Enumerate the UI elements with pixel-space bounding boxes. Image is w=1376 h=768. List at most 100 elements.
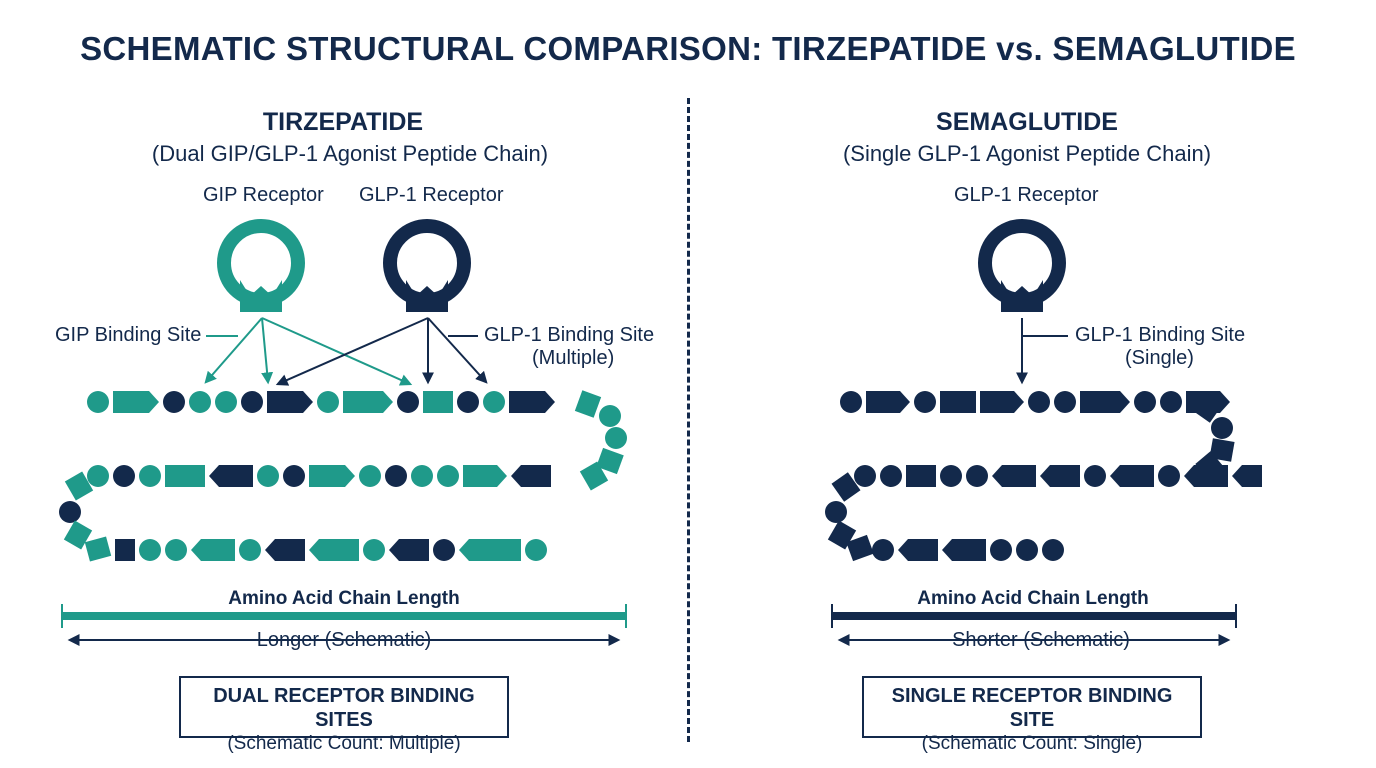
amino-acid-circle	[599, 405, 621, 427]
amino-acid-block	[940, 391, 976, 413]
right-glp1-receptor-label: GLP-1 Receptor	[954, 184, 1099, 206]
right-glp1-binding-count-label: (Single)	[1125, 347, 1194, 369]
amino-acid-circle	[914, 391, 936, 413]
amino-acid-curve-segment	[574, 390, 602, 418]
amino-acid-arrow	[343, 391, 393, 413]
amino-acid-arrow	[1040, 465, 1080, 487]
dual-binding-summary-title: DUAL RECEPTOR BINDING SITES	[213, 685, 475, 731]
left-length-bar	[61, 604, 627, 628]
amino-acid-curve-segment	[579, 461, 609, 491]
left-glp1-binding-site-label: GLP-1 Binding Site	[484, 324, 655, 346]
single-binding-summary-count: (Schematic Count: Single)	[921, 733, 1143, 754]
amino-acid-circle	[940, 465, 962, 487]
amino-acid-arrow	[1184, 465, 1228, 487]
semaglutide-title: SEMAGLUTIDE	[936, 108, 1118, 136]
amino-acid-circle	[257, 465, 279, 487]
right-length-bar	[831, 604, 1237, 628]
amino-acid-circle	[1134, 391, 1156, 413]
left-glp1-receptor-label: GLP-1 Receptor	[359, 184, 504, 206]
amino-acid-arrow	[866, 391, 910, 413]
amino-acid-circle	[397, 391, 419, 413]
amino-acid-circle	[241, 391, 263, 413]
amino-acid-circle	[880, 465, 902, 487]
gip-binding-arrows	[204, 317, 413, 386]
amino-acid-arrow	[992, 465, 1036, 487]
amino-acid-block	[165, 465, 205, 487]
amino-acid-curve-segment	[64, 471, 94, 501]
amino-acid-arrow	[898, 539, 938, 561]
amino-acid-circle	[525, 539, 547, 561]
amino-acid-circle	[411, 465, 433, 487]
dual-binding-summary-box: DUAL RECEPTOR BINDING SITES (Schematic C…	[179, 676, 509, 754]
amino-acid-block	[115, 539, 135, 561]
amino-acid-circle	[87, 391, 109, 413]
amino-acid-circle	[1158, 465, 1180, 487]
amino-acid-arrow	[113, 391, 159, 413]
amino-acid-circle	[317, 391, 339, 413]
amino-acid-circle	[215, 391, 237, 413]
amino-acid-arrow	[191, 539, 235, 561]
amino-acid-circle	[872, 539, 894, 561]
amino-acid-circle	[1042, 539, 1064, 561]
gip-receptor-label: GIP Receptor	[203, 184, 324, 206]
amino-acid-arrow	[511, 465, 551, 487]
amino-acid-circle	[1084, 465, 1106, 487]
amino-acid-arrow	[1080, 391, 1130, 413]
amino-acid-arrow	[267, 391, 313, 413]
amino-acid-circle	[854, 465, 876, 487]
amino-acid-circle	[139, 539, 161, 561]
amino-acid-circle	[139, 465, 161, 487]
amino-acid-circle	[605, 427, 627, 449]
amino-acid-curve-segment	[831, 472, 861, 502]
right-glp1-binding-arrow	[1016, 318, 1068, 385]
amino-acid-arrow	[980, 391, 1024, 413]
amino-acid-circle	[363, 539, 385, 561]
left-glp1-binding-arrows	[275, 317, 488, 386]
dual-binding-summary-count: (Schematic Count: Multiple)	[227, 733, 461, 754]
amino-acid-circle	[1028, 391, 1050, 413]
amino-acid-circle	[483, 391, 505, 413]
amino-acid-block	[906, 465, 936, 487]
gip-binding-site-label: GIP Binding Site	[55, 324, 202, 346]
amino-acid-circle	[1160, 391, 1182, 413]
amino-acid-curve-segment	[596, 447, 624, 475]
amino-acid-block	[423, 391, 453, 413]
semaglutide-subtitle: (Single GLP-1 Agonist Peptide Chain)	[842, 141, 1212, 166]
amino-acid-arrow	[265, 539, 305, 561]
amino-acid-arrow	[1110, 465, 1154, 487]
amino-acid-circle	[239, 539, 261, 561]
single-binding-summary-box: SINGLE RECEPTOR BINDING SITE (Schematic …	[862, 676, 1202, 754]
amino-acid-arrow	[209, 465, 253, 487]
amino-acid-circle	[825, 501, 847, 523]
amino-acid-circle	[189, 391, 211, 413]
amino-acid-circle	[385, 465, 407, 487]
amino-acid-curve-segment	[84, 536, 112, 562]
semaglutide-peptide-chain	[825, 391, 1262, 562]
amino-acid-arrow	[389, 539, 429, 561]
left-glp1-receptor-icon	[383, 219, 471, 312]
amino-acid-circle	[1054, 391, 1076, 413]
amino-acid-arrow	[942, 539, 986, 561]
amino-acid-arrow	[309, 465, 355, 487]
amino-acid-circle	[283, 465, 305, 487]
page-title: SCHEMATIC STRUCTURAL COMPARISON: TIRZEPA…	[80, 30, 1296, 67]
amino-acid-curve-segment	[846, 534, 874, 562]
amino-acid-curve-segment	[1193, 393, 1223, 423]
amino-acid-circle	[359, 465, 381, 487]
amino-acid-circle	[457, 391, 479, 413]
amino-acid-arrow	[459, 539, 521, 561]
panel-divider	[687, 98, 690, 742]
amino-acid-circle	[165, 539, 187, 561]
amino-acid-arrow	[509, 391, 555, 413]
amino-acid-arrow	[309, 539, 359, 561]
gip-receptor-icon	[217, 219, 305, 312]
amino-acid-circle	[1016, 539, 1038, 561]
amino-acid-circle	[163, 391, 185, 413]
single-binding-summary-title: SINGLE RECEPTOR BINDING SITE	[891, 685, 1173, 731]
amino-acid-circle	[840, 391, 862, 413]
amino-acid-circle	[433, 539, 455, 561]
tirzepatide-title: TIRZEPATIDE	[262, 108, 424, 136]
amino-acid-circle	[113, 465, 135, 487]
right-chain-length-label: Amino Acid Chain Length	[917, 588, 1149, 609]
